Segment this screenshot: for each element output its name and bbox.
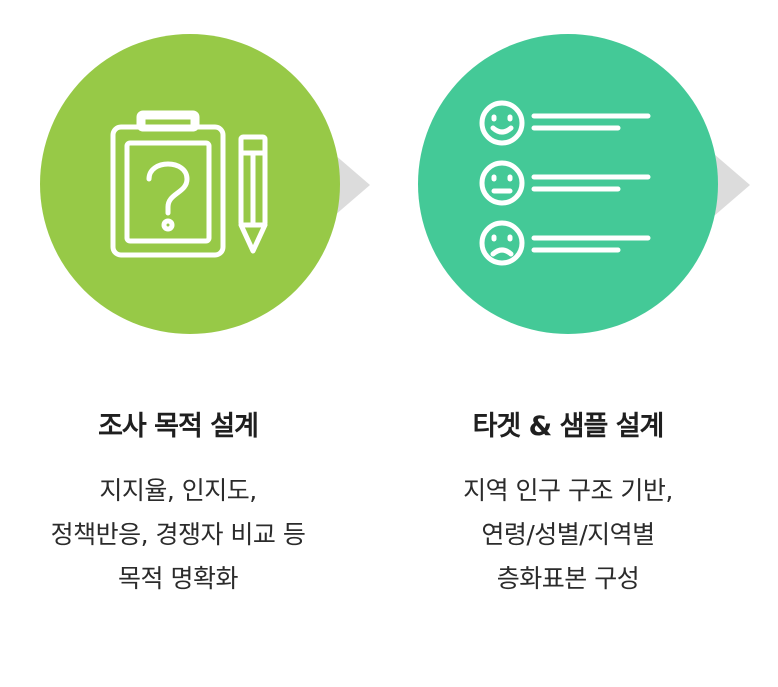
step-visual — [8, 34, 370, 334]
happy-face-icon — [479, 100, 525, 146]
description-line: 정책반응, 경쟁자 비교 등 — [50, 520, 306, 549]
description-line: 지역 인구 구조 기반, — [463, 476, 673, 505]
teal-circle — [418, 34, 718, 334]
green-circle — [40, 34, 340, 334]
clipboard-question-pencil-icon — [110, 110, 268, 258]
description-line: 목적 명확화 — [118, 564, 238, 593]
neutral-face-icon — [479, 160, 525, 206]
faces-list-icon — [479, 100, 651, 266]
description-line: 층화표본 구성 — [496, 564, 640, 593]
step-title: 타겟 & 샘플 설계 — [472, 411, 665, 442]
description-line: 연령/성별/지역별 — [481, 520, 655, 549]
step-target-sample: 타겟 & 샘플 설계 지역 인구 구조 기반, 연령/성별/지역별 층화표본 구… — [398, 34, 750, 601]
step-description: 지지율, 인지도, 정책반응, 경쟁자 비교 등 목적 명확화 — [8, 469, 348, 601]
sad-face-icon — [479, 220, 525, 266]
description-line: 지지율, 인지도, — [99, 476, 257, 505]
step-description: 지역 인구 구조 기반, 연령/성별/지역별 층화표본 구성 — [398, 469, 738, 601]
step-survey-purpose: 조사 목적 설계 지지율, 인지도, 정책반응, 경쟁자 비교 등 목적 명확화 — [8, 34, 370, 601]
step-visual — [398, 34, 750, 334]
step-title: 조사 목적 설계 — [98, 411, 259, 442]
